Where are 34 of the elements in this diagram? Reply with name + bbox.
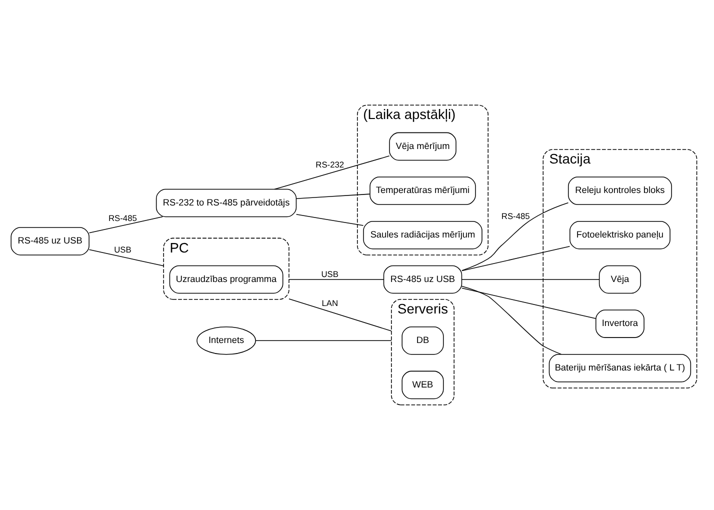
node-box: Invertora — [596, 310, 644, 338]
edge-label: USB — [114, 244, 132, 255]
connector — [274, 156, 390, 190]
connector — [462, 288, 596, 319]
edge-label: LAN — [322, 298, 338, 308]
node-box: WEB — [402, 370, 444, 400]
edge-label: RS-232 — [316, 160, 344, 170]
connector — [296, 194, 370, 200]
connector — [88, 249, 164, 266]
connector — [255, 340, 392, 341]
node-box: Vēja mērījum — [389, 132, 456, 161]
node-box: Temperatūras mērījumi — [370, 176, 476, 205]
edge-label: USB — [321, 269, 338, 280]
node-box: Uzraudzības programma — [169, 265, 284, 294]
connector — [462, 202, 569, 271]
node-box: RS-232 to RS-485 pārveidotājs — [156, 188, 297, 218]
node-box: DB — [402, 326, 444, 355]
node-box: RS-485 uz USB — [383, 265, 462, 294]
node-box: Saules radiācijas mērījum — [363, 220, 482, 250]
connector — [288, 298, 392, 332]
connector — [462, 286, 562, 355]
node-box: Bateriju mērīšanas iekārta ( L T) — [548, 354, 692, 382]
connector — [288, 279, 384, 280]
edge-label: RS-485 — [501, 210, 530, 221]
node-ellipse: Internets — [196, 326, 256, 355]
connector — [88, 216, 163, 234]
node-box: Fotoelektrisko paneļu — [570, 220, 670, 250]
connector — [296, 214, 364, 226]
connector — [462, 246, 570, 272]
node-box: Releju kontroles bloks — [568, 176, 672, 205]
node-box: Vēja — [598, 265, 641, 294]
node-box: RS-485 uz USB — [10, 227, 90, 256]
edge-label: RS-485 — [108, 213, 137, 224]
connector — [462, 279, 600, 280]
